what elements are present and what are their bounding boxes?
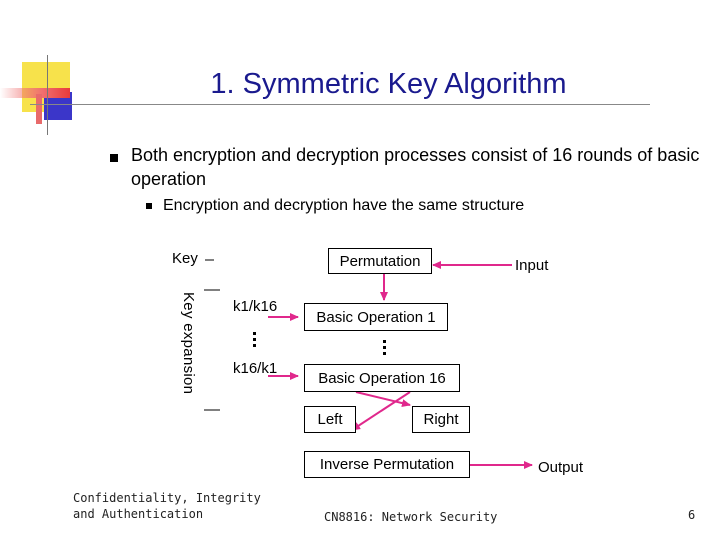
decor-red-stripe — [36, 94, 42, 124]
basic-operation-16-text: Basic Operation 16 — [318, 369, 446, 387]
basic-operation-1-text: Basic Operation 1 — [316, 308, 436, 326]
arrow-cross-2 — [351, 391, 411, 431]
decor-vertical-line — [47, 55, 48, 135]
bullet-text: Both encryption and decryption processes… — [131, 145, 700, 189]
left-text: Left — [317, 411, 343, 428]
slide-title: 1. Symmetric Key Algorithm — [210, 68, 567, 100]
inverse-permutation-text: Inverse Permutation — [319, 456, 455, 473]
basic-operation-16-box: Basic Operation 16 — [304, 364, 460, 392]
key-label: Key — [172, 250, 198, 267]
sub-bullet-text: Encryption and decryption have the same … — [163, 197, 525, 214]
output-label: Output — [538, 459, 584, 476]
right-text: Right — [423, 411, 459, 428]
inverse-permutation-box: Inverse Permutation — [304, 451, 470, 478]
input-label: Input — [515, 257, 549, 274]
right-box: Right — [412, 406, 470, 433]
permutation-box: Permutation — [328, 248, 432, 274]
page-number: 6 — [688, 508, 696, 522]
sub-bullet-marker — [146, 203, 152, 209]
subkey-last-label: k16/k1 — [233, 360, 278, 377]
decor-red-bar — [0, 88, 70, 98]
bullet-marker — [110, 154, 118, 162]
footer-center: CN8816: Network Security — [324, 510, 498, 524]
footer-left: Confidentiality, Integrity and Authentic… — [73, 491, 261, 521]
ellipsis-left — [253, 332, 256, 347]
permutation-text: Permutation — [339, 252, 421, 270]
key-expansion-label: Key expansion — [180, 292, 197, 395]
subkey-first-label: k1/k16 — [233, 298, 278, 315]
arrow-cross-1 — [355, 391, 411, 408]
ellipsis-right — [383, 340, 386, 355]
title-underline — [30, 104, 650, 105]
left-box: Left — [304, 406, 356, 433]
basic-operation-1-box: Basic Operation 1 — [304, 303, 448, 331]
